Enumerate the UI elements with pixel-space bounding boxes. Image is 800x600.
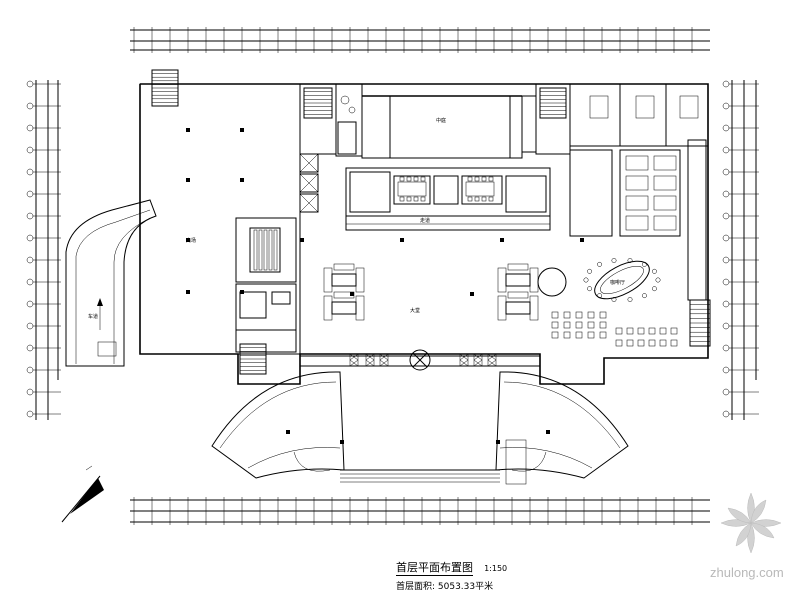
- lobby-label: 大堂: [410, 307, 420, 314]
- top-dimension-lines: [130, 27, 710, 53]
- right-entrance-stair: [689, 299, 711, 347]
- drawing-scale: 1:150: [484, 564, 508, 573]
- top-left-stair: [151, 69, 179, 107]
- column-markers: [300, 238, 584, 296]
- ramp-label: 车道: [88, 313, 98, 320]
- drawing-subtitle: 首层面积: 5053.33平米: [396, 582, 494, 592]
- left-hall: 商场: [139, 83, 301, 355]
- bottom-dimension-lines: [130, 497, 710, 525]
- service-rooms: [235, 217, 297, 375]
- center-top-label: 中庭: [436, 117, 446, 124]
- outer-walls: [139, 83, 709, 385]
- lobby-furniture: 大堂: [323, 263, 539, 321]
- front-canopy-wings: [211, 371, 629, 485]
- left-curved-ramp: 车道: [65, 199, 157, 367]
- central-core: [299, 83, 363, 213]
- zhulong-flower-logo: [720, 492, 782, 554]
- entrance: [300, 349, 540, 371]
- cafe-area: 咖啡厅: [537, 258, 678, 347]
- drawing-title: 首层平面布置图: [396, 561, 473, 576]
- north-arrow-icon: [61, 465, 104, 523]
- corridor-label: 走道: [420, 217, 430, 224]
- center-top-room: 中庭: [361, 83, 571, 159]
- right-dimension-lines: [722, 80, 759, 420]
- left-dimension-lines: [26, 80, 61, 420]
- title-block: 首层平面布置图 1:150 首层面积: 5053.33平米: [396, 556, 616, 592]
- left-hall-label: 商场: [186, 237, 196, 244]
- cafe-label: 咖啡厅: [610, 279, 625, 286]
- right-offices: [569, 83, 709, 301]
- watermark-text: zhulong.com: [710, 565, 784, 580]
- middle-office-block: 走道: [345, 167, 551, 231]
